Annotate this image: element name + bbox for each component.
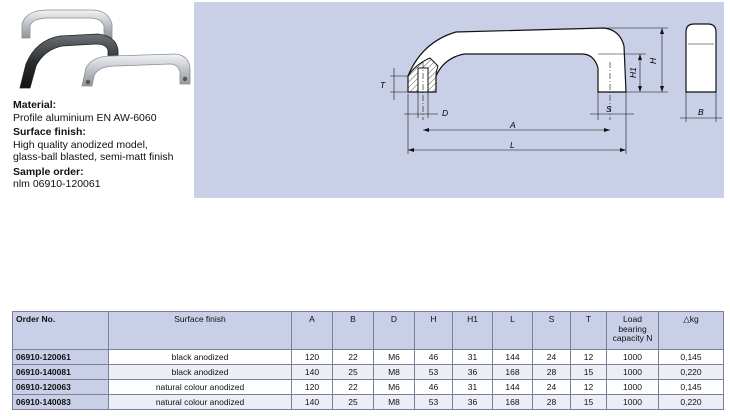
- table-row: 06910-120063 natural colour anodized 120…: [12, 379, 724, 395]
- cell-order-no: 06910-140083: [12, 394, 109, 410]
- dim-label-s: S: [606, 104, 612, 114]
- cell-t: 15: [570, 364, 607, 380]
- cell-s: 24: [532, 349, 571, 365]
- cell-b: 22: [332, 349, 374, 365]
- header-h1: H1: [452, 311, 493, 350]
- cell-order-no: 06910-120063: [12, 379, 109, 395]
- specification-table: Order No. Surface finish A B D H H1 L S …: [12, 311, 724, 410]
- cell-b: 22: [332, 379, 374, 395]
- cell-s: 28: [532, 394, 571, 410]
- surface-finish-heading: Surface finish:: [13, 126, 86, 138]
- cell-l: 144: [492, 379, 533, 395]
- cell-order-no: 06910-120061: [12, 349, 109, 365]
- sample-order-heading: Sample order:: [13, 165, 84, 178]
- sample-order-text: nlm 06910-120061: [13, 178, 101, 190]
- surface-finish-line-1: High quality anodized model,: [13, 138, 148, 151]
- table-body: 06910-120061 black anodized 120 22 M6 46…: [12, 349, 724, 410]
- dim-label-t: T: [380, 80, 386, 90]
- header-s: S: [532, 311, 571, 350]
- dim-label-h: H: [648, 57, 658, 64]
- cell-load: 1000: [606, 379, 659, 395]
- side-view: [685, 23, 717, 93]
- table-row: 06910-140083 natural colour anodized 140…: [12, 394, 724, 410]
- cell-a: 120: [291, 349, 333, 365]
- cell-t: 12: [570, 349, 607, 365]
- header-order-no: Order No.: [12, 311, 109, 350]
- header-load-capacity: Load bearing capacity N: [606, 311, 659, 350]
- cell-h1: 36: [452, 364, 493, 380]
- cell-weight: 0,145: [658, 379, 724, 395]
- cell-s: 28: [532, 364, 571, 380]
- header-surface-finish: Surface finish: [108, 311, 292, 350]
- cell-a: 120: [291, 379, 333, 395]
- cell-h1: 36: [452, 394, 493, 410]
- cell-h1: 31: [452, 349, 493, 365]
- cell-a: 140: [291, 364, 333, 380]
- material-text: Profile aluminium EN AW-6060: [13, 111, 157, 124]
- cell-d: M6: [373, 379, 415, 395]
- cell-l: 144: [492, 349, 533, 365]
- cell-h: 53: [414, 364, 453, 380]
- handle-outline: [407, 27, 627, 93]
- dim-label-b: B: [698, 107, 704, 117]
- cell-weight: 0,220: [658, 364, 724, 380]
- cell-surface-finish: black anodized: [108, 364, 292, 380]
- weight-icon: △: [683, 314, 690, 324]
- cell-s: 24: [532, 379, 571, 395]
- material-specs: Material: Profile aluminium EN AW-6060 S…: [13, 97, 193, 191]
- surface-finish-line-2: glass-ball blasted, semi-matt finish: [13, 151, 174, 163]
- cell-b: 25: [332, 364, 374, 380]
- header-l: L: [492, 311, 533, 350]
- cell-order-no: 06910-140081: [12, 364, 109, 380]
- header-weight-label: kg: [689, 314, 699, 324]
- cell-load: 1000: [606, 349, 659, 365]
- table-header-row: Order No. Surface finish A B D H H1 L S …: [12, 311, 724, 350]
- header-b: B: [332, 311, 374, 350]
- header-h: H: [414, 311, 453, 350]
- cell-t: 15: [570, 394, 607, 410]
- dim-label-h1: H1: [628, 67, 638, 78]
- cell-h: 53: [414, 394, 453, 410]
- dim-label-l: L: [510, 140, 515, 150]
- table-row: 06910-140081 black anodized 140 25 M8 53…: [12, 364, 724, 380]
- dim-label-d: D: [442, 108, 448, 118]
- header-t: T: [570, 311, 607, 350]
- header-a: A: [291, 311, 333, 350]
- table-row: 06910-120061 black anodized 120 22 M6 46…: [12, 349, 724, 365]
- cell-surface-finish: natural colour anodized: [108, 394, 292, 410]
- cell-a: 140: [291, 394, 333, 410]
- header-weight: △kg: [658, 311, 724, 350]
- cell-h1: 31: [452, 379, 493, 395]
- cell-l: 168: [492, 364, 533, 380]
- technical-drawing: T D S A L H1 H B: [194, 2, 724, 198]
- cell-surface-finish: black anodized: [108, 349, 292, 365]
- cell-l: 168: [492, 394, 533, 410]
- cell-d: M6: [373, 349, 415, 365]
- cell-load: 1000: [606, 364, 659, 380]
- cell-h: 46: [414, 349, 453, 365]
- cell-d: M8: [373, 394, 415, 410]
- cell-d: M8: [373, 364, 415, 380]
- cell-weight: 0,145: [658, 349, 724, 365]
- cell-b: 25: [332, 394, 374, 410]
- cell-t: 12: [570, 379, 607, 395]
- dim-label-a: A: [509, 120, 516, 130]
- header-d: D: [373, 311, 415, 350]
- cell-h: 46: [414, 379, 453, 395]
- product-photo: [8, 2, 193, 94]
- cell-surface-finish: natural colour anodized: [108, 379, 292, 395]
- cell-load: 1000: [606, 394, 659, 410]
- cell-weight: 0,220: [658, 394, 724, 410]
- material-heading: Material:: [13, 99, 57, 111]
